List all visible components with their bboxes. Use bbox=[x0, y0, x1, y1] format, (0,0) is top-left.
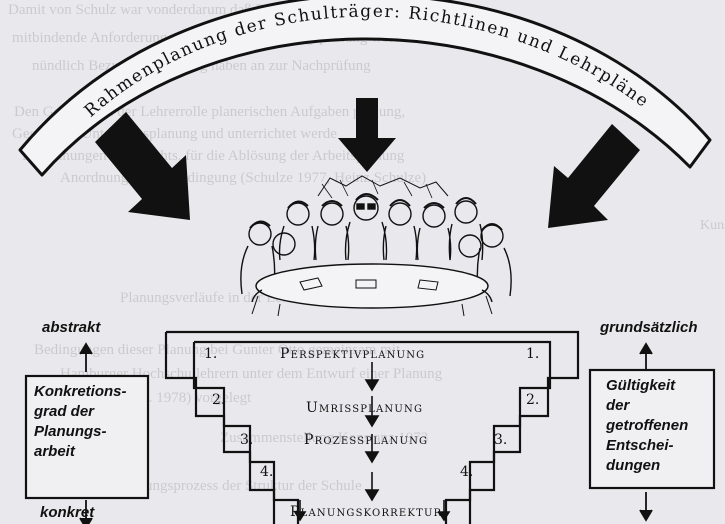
left-bottom-label: konkret bbox=[40, 504, 95, 521]
background-text-line: Kunst bbox=[700, 218, 725, 233]
arrow-down-icon bbox=[364, 415, 380, 428]
level-title-umrissplanung: Umrissplanung bbox=[306, 400, 424, 416]
right-box-line: dungen bbox=[606, 457, 661, 474]
right-box-line: der bbox=[606, 397, 630, 414]
left-scale bbox=[24, 342, 150, 524]
level-number-right: 1. bbox=[526, 346, 540, 362]
arrow-down-icon bbox=[293, 511, 307, 522]
level-title-planungskorrektur: Planungskorrektur bbox=[290, 504, 443, 520]
level-number-left: 1. bbox=[204, 346, 218, 362]
arrow-down-icon bbox=[364, 451, 380, 464]
background-text-line: Bedingungen dieser Planung bei Gunter Ot… bbox=[34, 342, 401, 358]
left-box-line: grad der bbox=[34, 403, 95, 420]
arrow-down-icon bbox=[437, 511, 451, 522]
right-box-line: Gültigkeit bbox=[606, 377, 676, 394]
right-scale bbox=[588, 342, 716, 522]
left-box-line: arbeit bbox=[34, 443, 75, 460]
planning-steps-frame bbox=[164, 330, 580, 524]
level-number-left: 3. bbox=[240, 432, 254, 448]
left-top-label: abstrakt bbox=[42, 319, 101, 336]
arrow-down-icon bbox=[364, 489, 380, 502]
left-box-text: Konkretions- grad der Planungs- arbeit bbox=[34, 382, 127, 462]
level-title-prozessplanung: Prozessplanung bbox=[304, 432, 429, 448]
right-box-text: Gültigkeit der getroffenen Entschei- dun… bbox=[606, 376, 688, 476]
arrow-down-icon bbox=[364, 379, 380, 392]
level-number-right: 2. bbox=[526, 392, 540, 408]
arrow-right-icon bbox=[548, 124, 640, 228]
background-text-line: Gegenwart Unterrichtsplanung und unterri… bbox=[12, 126, 337, 142]
arrow-left-icon bbox=[95, 112, 190, 220]
left-box-line: Planungs- bbox=[34, 423, 107, 440]
level-number-right: 4. bbox=[460, 464, 474, 480]
right-top-label: grundsätzlich bbox=[600, 319, 698, 336]
background-text-line: Hamburger Hochschullehrern unter dem Ent… bbox=[60, 366, 443, 382]
level-number-right: 3. bbox=[494, 432, 508, 448]
level-number-left: 2. bbox=[212, 392, 226, 408]
level-title-perspektivplanung: Perspektivplanung bbox=[280, 346, 426, 362]
right-box-line: getroffenen bbox=[606, 417, 689, 434]
right-box-line: Entschei- bbox=[606, 437, 674, 454]
left-box-line: Konkretions- bbox=[34, 383, 127, 400]
meeting-illustration bbox=[240, 175, 512, 317]
level-number-left: 4. bbox=[260, 464, 274, 480]
level-arrows bbox=[293, 362, 451, 522]
arrow-center-icon bbox=[338, 98, 396, 172]
background-text-line: Zusammenstellung Konstanz 1973 bbox=[220, 430, 429, 446]
